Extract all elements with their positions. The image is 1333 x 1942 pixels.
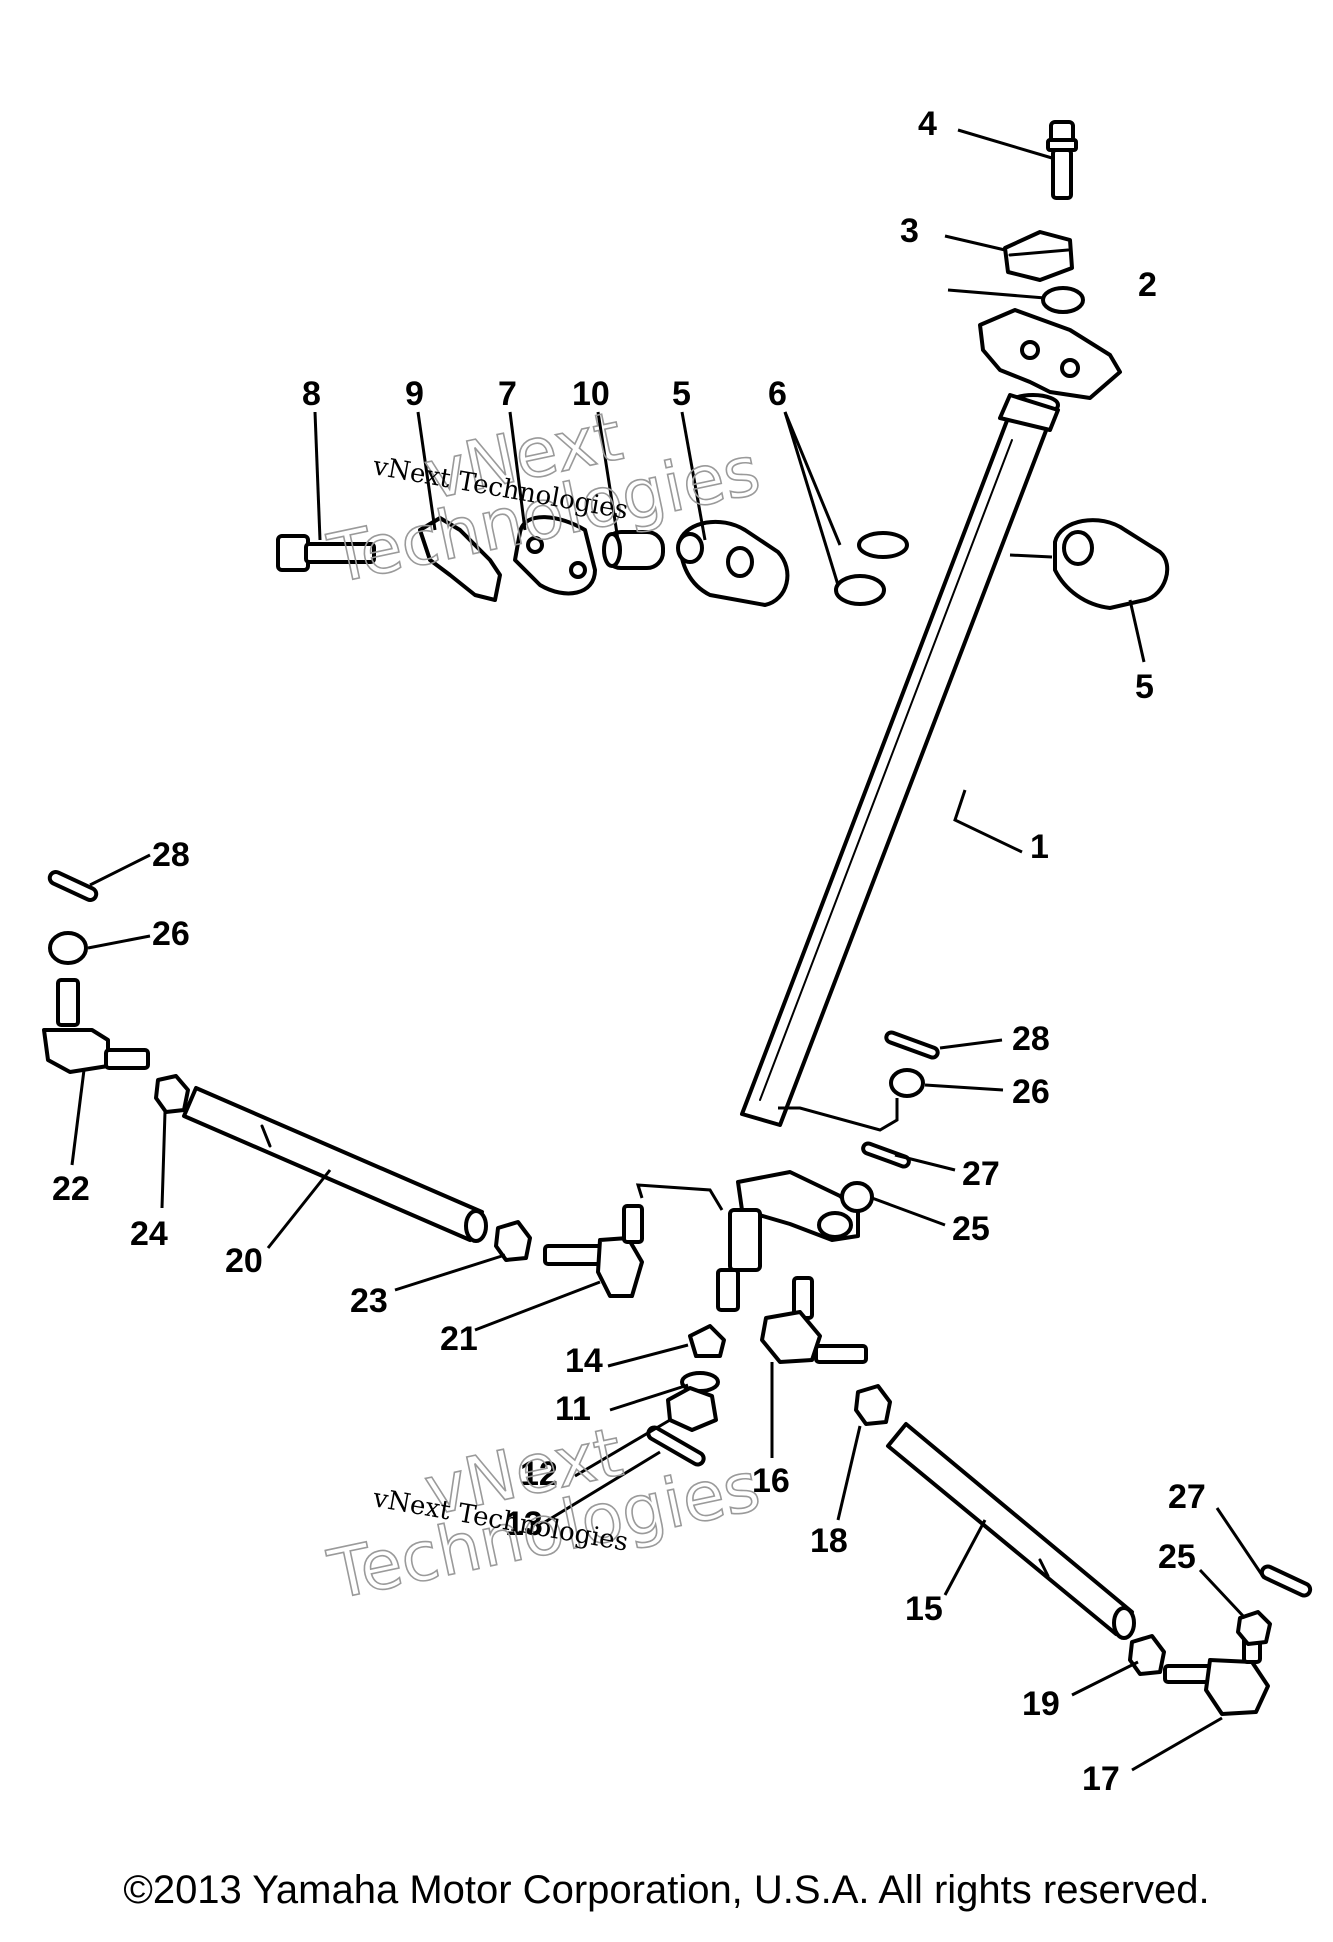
jam-nut-19-part [1128, 1634, 1166, 1676]
nut-right-26-part [889, 1068, 925, 1098]
lock-washer-part [418, 516, 502, 602]
clamp-part [1003, 230, 1074, 282]
shaft-holder-right-part [1053, 518, 1170, 610]
callout-2: 2 [1138, 266, 1157, 304]
nut-right-25b-part [1236, 1610, 1272, 1646]
callout-26-left: 26 [152, 915, 190, 953]
callout-27-upper: 27 [962, 1155, 1000, 1193]
callout-13: 13 [505, 1505, 543, 1543]
callout-3: 3 [900, 212, 919, 250]
watermark-upper: vNext Technologies vNext Technologies [321, 396, 767, 600]
jam-nut-23-part [494, 1220, 532, 1262]
washer-part [688, 1324, 726, 1358]
callout-23: 23 [350, 1282, 388, 1320]
callout-4: 4 [918, 105, 937, 143]
callout-5-right: 5 [1135, 668, 1154, 706]
callout-11: 11 [555, 1390, 591, 1428]
jam-nut-18-part [854, 1384, 892, 1426]
cotter-pin-part [646, 1425, 706, 1467]
pin-right-28-part [884, 1030, 940, 1060]
callout-18: 18 [810, 1522, 848, 1560]
castle-nut-part [666, 1386, 718, 1432]
tie-rod-end-left-inner-part [543, 1204, 644, 1298]
callout-9: 9 [405, 375, 424, 413]
jam-nut-24-part [154, 1074, 190, 1114]
callout-5-left: 5 [672, 375, 691, 413]
callout-28-right: 28 [1012, 1020, 1050, 1058]
callout-26-right: 26 [1012, 1073, 1050, 1111]
pitman-arm-part [716, 1170, 860, 1312]
callout-1: 1 [1030, 828, 1049, 866]
callout-25-lower: 25 [1158, 1538, 1196, 1576]
tie-rod-end-left-outer-part [42, 978, 150, 1074]
callout-24: 24 [130, 1215, 168, 1253]
nut-right-25-part [840, 1181, 874, 1213]
callout-14: 14 [565, 1342, 603, 1380]
bolt-part [1046, 120, 1078, 200]
steering-shaft-part [740, 416, 1049, 1127]
callout-28-left: 28 [152, 836, 190, 874]
callout-6: 6 [768, 375, 787, 413]
nut-part [1041, 286, 1085, 314]
callout-10: 10 [572, 375, 610, 413]
bolt-horizontal-part [276, 534, 376, 572]
callout-12: 12 [520, 1455, 558, 1493]
pin-left-28-part [47, 869, 99, 903]
pin-right-27-part [861, 1141, 911, 1169]
shaft-holder-left-part [676, 519, 790, 607]
callout-21: 21 [440, 1320, 478, 1358]
callout-15: 15 [905, 1590, 943, 1628]
plate-part [513, 515, 597, 596]
callout-19: 19 [1022, 1685, 1060, 1723]
callout-25-upper: 25 [952, 1210, 990, 1248]
callout-22: 22 [52, 1170, 90, 1208]
watermark-lower: vNext Technologies vNext Technologies [321, 1412, 767, 1616]
tie-rod-left-part [182, 1086, 488, 1243]
pin-right-27b-part [1259, 1564, 1313, 1598]
callout-20: 20 [225, 1242, 263, 1280]
nut-left-26-part [48, 931, 88, 965]
callout-27-lower: 27 [1168, 1478, 1206, 1516]
upper-bracket-part [978, 308, 1122, 432]
callout-8: 8 [302, 375, 321, 413]
copyright-notice: ©2013 Yamaha Motor Corporation, U.S.A. A… [123, 1868, 1210, 1912]
tie-rod-right-part [886, 1422, 1136, 1640]
tie-rod-end-right-inner-part [760, 1276, 868, 1364]
callout-7: 7 [498, 375, 517, 413]
leader-lines [70, 128, 1266, 1772]
callout-17: 17 [1082, 1760, 1120, 1798]
callout-16: 16 [752, 1462, 790, 1500]
callout-labels: 1 2 3 4 5 5 6 7 8 9 10 11 12 13 14 15 16… [52, 105, 1206, 1798]
collar-part [602, 530, 665, 570]
bushing-pair-part [834, 531, 909, 606]
